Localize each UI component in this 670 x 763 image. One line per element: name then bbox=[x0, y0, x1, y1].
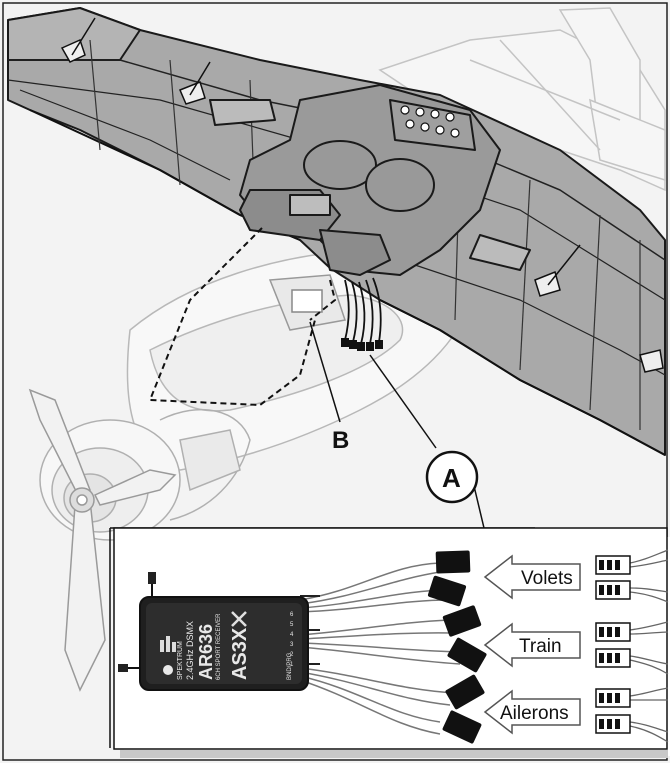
arrow-train bbox=[483, 622, 581, 668]
callout-a: A bbox=[425, 450, 479, 504]
port-number: 6 bbox=[290, 612, 294, 618]
port-number: 5 bbox=[290, 622, 294, 628]
x-logo-icon bbox=[231, 611, 247, 627]
spektrum-logo-icon bbox=[160, 636, 176, 652]
fuselage bbox=[126, 249, 471, 471]
callout-b-label: B bbox=[332, 427, 349, 454]
connection-arrows bbox=[483, 554, 581, 735]
servo-connector-icon bbox=[595, 622, 631, 642]
port-number: 3 bbox=[290, 642, 294, 648]
callout-a-label: A bbox=[442, 463, 461, 493]
servo-connector-icon bbox=[595, 580, 631, 600]
arrow-volets bbox=[483, 554, 581, 600]
tail-section bbox=[378, 7, 666, 192]
receiver-wires bbox=[299, 562, 461, 735]
receiver-bind-port: BND/PRG bbox=[287, 652, 293, 680]
receiver-labels: SPEKTRUM 2.4GHz DSMX AR636 6CH SPORT REC… bbox=[177, 613, 293, 680]
receiver-port-numbers: 6 5 4 3 2 1 bbox=[290, 612, 294, 668]
servo-connector-icon bbox=[595, 555, 631, 575]
receiver-plugs bbox=[427, 550, 487, 744]
servo-connector-icon bbox=[595, 688, 631, 708]
connection-label-volets: Volets bbox=[521, 568, 573, 589]
port-number: 4 bbox=[290, 632, 294, 638]
receiver-technology: AS3X bbox=[229, 627, 251, 680]
arrow-ailerons bbox=[483, 689, 581, 735]
bind-led-icon bbox=[163, 665, 173, 675]
servo-connector-icon bbox=[595, 714, 631, 734]
receiver-channels: 6CH SPORT RECEIVER bbox=[216, 613, 222, 680]
connection-label-train: Train bbox=[519, 636, 562, 657]
port-number: 2 bbox=[290, 652, 294, 658]
wing bbox=[7, 7, 666, 456]
servo-connectors bbox=[595, 549, 669, 743]
servo-leads bbox=[344, 277, 382, 345]
callout-a-circle bbox=[425, 450, 479, 504]
receiver-brand: SPEKTRUM bbox=[177, 641, 184, 680]
receiver-band: 2.4GHz DSMX bbox=[185, 621, 195, 680]
propeller bbox=[28, 388, 177, 692]
alignment-guides bbox=[148, 227, 337, 407]
connection-label-ailerons: Ailerons bbox=[500, 703, 569, 724]
servo-lead-plugs bbox=[341, 338, 383, 351]
servo-connector-icon bbox=[595, 648, 631, 668]
control-horns bbox=[60, 17, 664, 373]
receiver-model: AR636 bbox=[196, 624, 216, 680]
receiver-body bbox=[118, 572, 309, 691]
callout-b: B bbox=[332, 427, 349, 454]
port-number: 1 bbox=[290, 662, 294, 668]
